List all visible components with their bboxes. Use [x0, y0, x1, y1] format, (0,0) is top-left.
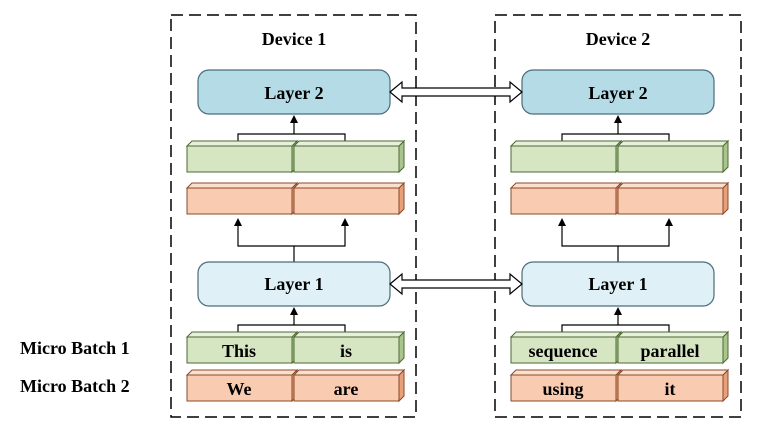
layer-2-sync-arrow — [389, 80, 523, 104]
device-1-green-block-right — [292, 139, 406, 174]
device-2-batch-1-token-2: parallel — [616, 330, 730, 365]
device-2-split-line — [558, 218, 619, 262]
device-1-batch-2-token-2: are — [292, 368, 406, 403]
token-text: parallel — [641, 341, 700, 361]
device-1-orange-block-left — [185, 181, 299, 216]
micro-batch-1-label: Micro Batch 1 — [20, 338, 130, 358]
layer-1-sync-arrow — [389, 272, 523, 296]
device-2-layer-2-label: Layer 2 — [588, 83, 647, 103]
device-1-merge-line-top — [237, 133, 346, 146]
token-text: We — [227, 379, 252, 399]
device-2-batch-2-token-1: using — [509, 368, 623, 403]
device-1-batch-1-token-1: This — [185, 330, 299, 365]
device-2-orange-block-right — [616, 181, 730, 216]
device-1-layer-2-label: Layer 2 — [264, 83, 323, 103]
device-2-green-block-right — [616, 139, 730, 174]
device-2-title: Device 2 — [586, 29, 650, 49]
token-text: using — [542, 379, 583, 399]
device-2-layer-1-label: Layer 1 — [588, 274, 647, 294]
device-2-orange-block-left — [509, 181, 623, 216]
device-2-batch-1-token-1: sequence — [509, 330, 623, 365]
device-2-merge-line-top — [561, 133, 670, 146]
token-text: it — [665, 379, 676, 399]
device-1-layer-1-label: Layer 1 — [264, 274, 323, 294]
device-1-split-line-right — [294, 218, 349, 247]
device-1-merge-line-bottom — [237, 324, 346, 337]
device-1-batch-2-token-1: We — [185, 368, 299, 403]
device-1-green-block-left — [185, 139, 299, 174]
device-2-split-line-right — [618, 218, 673, 247]
device-1-orange-block-right — [292, 181, 406, 216]
device-2-merge-line-bottom — [561, 324, 670, 337]
token-text: is — [340, 341, 352, 361]
token-text: This — [222, 341, 256, 361]
device-2-batch-2-token-2: it — [616, 368, 730, 403]
device-2-green-block-left — [509, 139, 623, 174]
token-text: are — [334, 379, 359, 399]
token-text: sequence — [529, 341, 598, 361]
device-1-title: Device 1 — [262, 29, 326, 49]
device-1-batch-1-token-2: is — [292, 330, 406, 365]
micro-batch-2-label: Micro Batch 2 — [20, 376, 130, 396]
device-1-split-line — [234, 218, 295, 262]
